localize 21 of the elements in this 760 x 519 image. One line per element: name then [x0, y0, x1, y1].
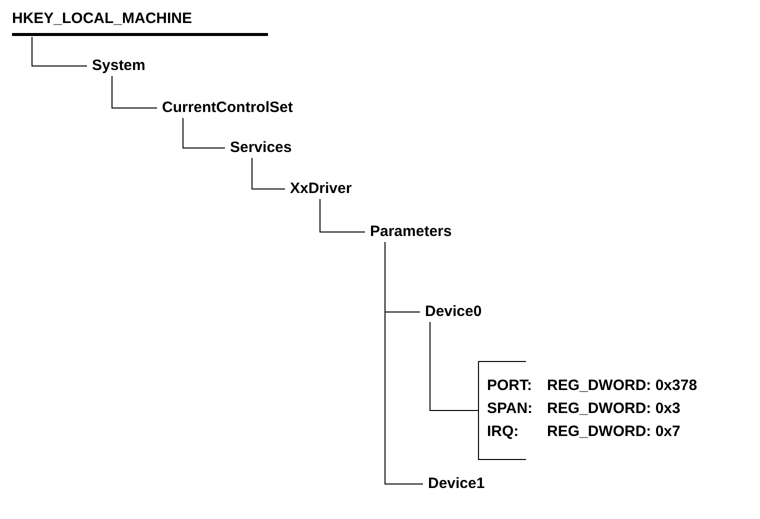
key-label: Device0 [425, 303, 482, 321]
key-label: Services [230, 139, 292, 157]
connector-line [430, 322, 478, 411]
connector-line [384, 242, 424, 484]
connector-line [320, 198, 366, 232]
value-name: SPAN: [487, 400, 534, 418]
connector-line [182, 118, 226, 148]
connector-line [32, 36, 88, 66]
connector-line [252, 158, 286, 190]
root-key-heading: HKEY_LOCAL_MACHINE [12, 10, 268, 36]
value-name: IRQ: [487, 423, 520, 441]
key-label: CurrentControlSet [162, 99, 293, 117]
key-label: System [92, 57, 146, 75]
value-data: REG_DWORD: 0x378 [547, 377, 698, 395]
value-data: REG_DWORD: 0x3 [547, 400, 682, 418]
key-label: XxDriver [290, 180, 352, 198]
value-data: REG_DWORD: 0x7 [547, 423, 682, 441]
key-label: Parameters [370, 223, 452, 241]
key-label: Device1 [428, 475, 485, 493]
connector-line [112, 76, 158, 108]
value-name: PORT: [487, 377, 533, 395]
